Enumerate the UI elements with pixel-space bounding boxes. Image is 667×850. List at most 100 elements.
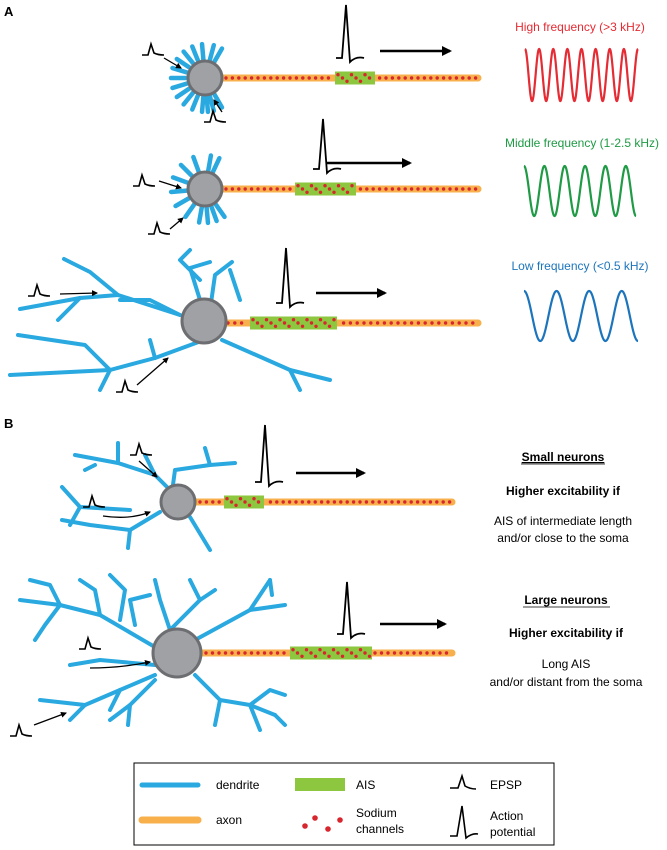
sodium-channel — [441, 187, 446, 191]
dendrite — [248, 703, 262, 732]
sodium-channel — [345, 500, 349, 504]
dendrite — [60, 510, 162, 532]
sodium-channel — [309, 651, 313, 655]
sodium-channel — [295, 651, 300, 655]
action-potential-waveform — [337, 581, 366, 641]
dendrite — [168, 578, 202, 632]
sodium-channel — [288, 187, 292, 191]
sodium-channel — [390, 500, 394, 504]
sodium-channel — [345, 79, 349, 84]
sodium-channel — [225, 497, 229, 501]
sodium-channel — [332, 318, 336, 322]
sodium-channel — [461, 187, 465, 191]
sodium-channel — [377, 187, 382, 191]
sodium-channel — [217, 500, 221, 504]
middle-frequency-wave — [523, 164, 637, 218]
sodium-channel — [457, 321, 461, 325]
large-neurons-subtitle: Higher excitability if — [509, 626, 624, 640]
sodium-channel — [464, 321, 468, 325]
sodium-channel — [243, 187, 247, 191]
legend-sodium-label-2: channels — [356, 822, 404, 836]
sodium-channel — [300, 654, 304, 658]
sodium-channel — [198, 500, 202, 504]
sodium-channel — [282, 321, 287, 325]
sodium-channel — [255, 321, 260, 325]
input-arrow — [138, 460, 158, 478]
sodium-channel — [430, 321, 434, 325]
dendrite — [108, 703, 132, 722]
input-arrow — [89, 660, 151, 669]
sodium-channel — [230, 187, 235, 191]
sodium-channel — [403, 187, 407, 191]
action-potential-icon — [450, 805, 479, 840]
sodium-channel — [301, 76, 305, 80]
sodium-channel — [239, 321, 244, 325]
sodium-channel — [339, 500, 343, 504]
sodium-channel — [256, 76, 260, 80]
sodium-channel — [305, 190, 309, 194]
sodium-channel — [403, 321, 407, 325]
sodium-channel — [435, 500, 439, 504]
sodium-channel — [238, 497, 243, 501]
legend-ap-label-1: Action — [490, 809, 523, 823]
sodium-channel — [345, 648, 349, 652]
sodium-channel — [256, 500, 261, 504]
sodium-channel — [461, 76, 465, 80]
sodium-channel — [349, 651, 354, 655]
panel-b-label: B — [4, 416, 13, 431]
dendrite — [207, 42, 217, 64]
dendrite — [28, 578, 62, 607]
sodium-channel — [323, 321, 327, 325]
sodium-channel — [326, 76, 331, 80]
sodium-channel — [358, 187, 363, 191]
sodium-channel — [390, 187, 395, 191]
sodium-channel — [369, 321, 373, 325]
small-neurons-title: Small neurons — [522, 450, 605, 464]
sodium-channel — [313, 500, 317, 504]
sodium-channel — [416, 321, 421, 325]
neuron-high-frequency — [142, 4, 482, 123]
sodium-channel — [211, 500, 215, 504]
sodium-channel — [319, 500, 324, 504]
sodium-channel — [320, 76, 324, 80]
sodium-channel — [322, 651, 327, 655]
sodium-channel — [260, 324, 264, 328]
sodium-channel — [365, 187, 369, 191]
sodium-channel — [300, 187, 305, 191]
sodium-channel — [332, 500, 337, 504]
dendrite — [108, 573, 127, 622]
sodium-channel — [447, 500, 452, 504]
dendrite — [220, 338, 332, 382]
sodium-channel — [429, 187, 433, 191]
dendrite — [16, 333, 112, 372]
sodium-channel — [355, 321, 359, 325]
sodium-channel — [243, 76, 247, 80]
sodium-channel — [358, 648, 363, 652]
sodium-channel — [340, 76, 345, 80]
sodium-channel — [243, 500, 247, 504]
sodium-channel — [287, 324, 291, 328]
sodium-channel — [373, 651, 377, 655]
sodium-channel — [327, 324, 332, 328]
dendrite — [204, 203, 211, 226]
dendrite — [208, 202, 219, 224]
dendrite — [207, 92, 217, 114]
action-potential-waveform — [313, 118, 342, 176]
action-potential-waveform — [336, 4, 365, 65]
sodium-channel — [331, 648, 336, 652]
sodium-channel — [416, 76, 420, 80]
sodium-channel — [403, 500, 407, 504]
dendrite — [248, 603, 287, 612]
epsp-waveform — [142, 41, 165, 56]
dendrite — [168, 188, 191, 195]
dendrite — [60, 485, 132, 512]
dendrite — [204, 92, 211, 115]
low-frequency-wave — [523, 289, 639, 343]
dendrite — [193, 673, 277, 717]
sodium-channel — [389, 321, 393, 325]
dendrite — [73, 453, 174, 494]
sodium-channel — [323, 184, 327, 188]
sodium-channel — [230, 651, 234, 655]
soma — [151, 627, 203, 679]
